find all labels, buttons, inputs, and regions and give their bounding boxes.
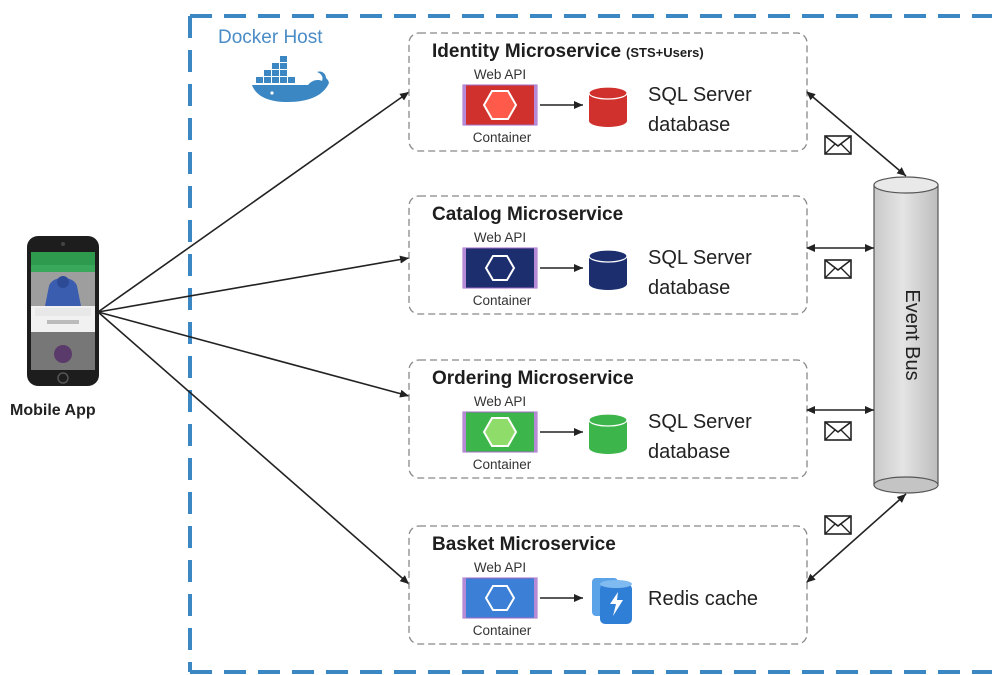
redis-cache-icon	[592, 578, 632, 624]
event-bus-label: Event Bus	[901, 289, 923, 380]
store-line-2: database	[648, 114, 730, 136]
docker-host-boundary	[188, 14, 992, 674]
mobile-app-label: Mobile App	[10, 402, 96, 419]
store-line-1: Redis cache	[648, 588, 758, 610]
event-bus: Event Bus	[873, 176, 939, 494]
message-envelopes	[824, 135, 852, 535]
microservices: Identity Microservice(STS+Users)Web APIC…	[408, 32, 808, 645]
service-title: Catalog Microservice	[432, 204, 623, 225]
service-title: Basket Microservice	[432, 534, 616, 555]
database-icon	[588, 413, 628, 454]
smartphone-icon	[27, 236, 99, 386]
service-box-0: Identity Microservice(STS+Users) Web API C…	[408, 32, 808, 152]
web-api-label: Web API	[474, 67, 526, 82]
container-icon	[462, 411, 538, 453]
container-icon	[462, 84, 538, 126]
container-label: Container	[473, 623, 532, 638]
store-line-1: SQL Server	[648, 411, 752, 433]
store-line-1: SQL Server	[648, 84, 752, 106]
container-label: Container	[473, 130, 532, 145]
store-line-2: database	[648, 277, 730, 299]
web-api-label: Web API	[474, 560, 526, 575]
bus-arrows	[806, 91, 907, 583]
docker-host-title: Docker Host	[218, 27, 323, 48]
docker-whale-icon	[252, 56, 329, 102]
database-icon	[588, 249, 628, 290]
container-icon	[462, 247, 538, 289]
container-label: Container	[473, 293, 532, 308]
client-arrows	[97, 91, 410, 585]
envelope-icon	[824, 259, 852, 279]
web-api-label: Web API	[474, 394, 526, 409]
envelope-icon	[824, 515, 852, 535]
envelope-icon	[824, 135, 852, 155]
store-line-1: SQL Server	[648, 247, 752, 269]
container-label: Container	[473, 457, 532, 472]
envelope-icon	[824, 421, 852, 441]
store-line-2: database	[648, 441, 730, 463]
service-title: Identity Microservice(STS+Users)	[432, 41, 704, 62]
service-title: Ordering Microservice	[432, 368, 634, 389]
database-icon	[588, 86, 628, 127]
container-icon	[462, 577, 538, 619]
web-api-label: Web API	[474, 230, 526, 245]
